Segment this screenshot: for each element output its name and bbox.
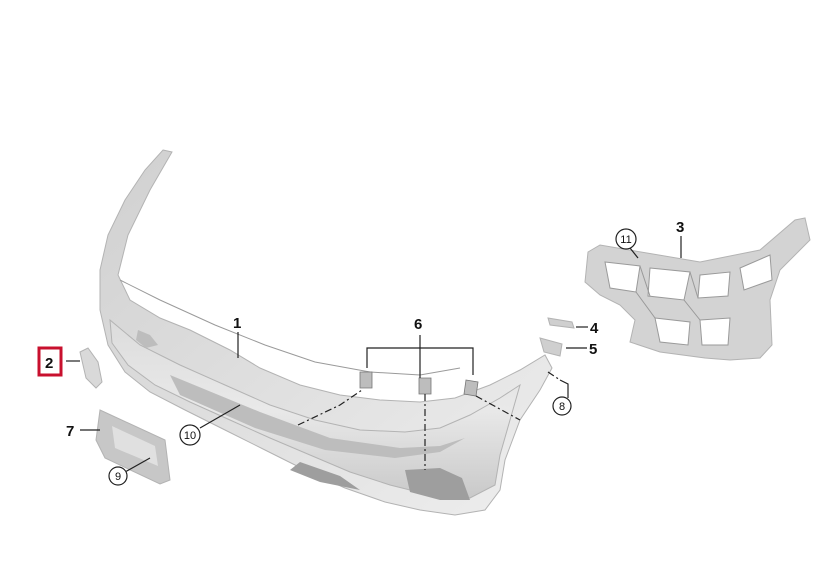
circled-callout-8: 8 xyxy=(552,396,572,416)
callout-5: 5 xyxy=(589,341,597,358)
highlight-box xyxy=(37,346,63,377)
callout-9: 9 xyxy=(115,471,121,483)
callout-11: 11 xyxy=(620,234,631,246)
dash-line-6-right xyxy=(475,395,521,421)
circled-callout-10: 10 xyxy=(179,424,201,446)
bumper-cover-part xyxy=(99,149,553,516)
circled-callout-9: 9 xyxy=(108,466,128,486)
dash-line-8 xyxy=(547,371,561,381)
circled-callout-11: 11 xyxy=(615,228,637,250)
callout-8: 8 xyxy=(559,401,565,413)
license-plate-bracket-part xyxy=(95,409,171,485)
clip-part-4 xyxy=(547,317,575,329)
callout-4: 4 xyxy=(590,320,599,337)
leader-11 xyxy=(629,247,639,259)
trim-piece-part xyxy=(79,347,103,389)
callout-7: 7 xyxy=(66,423,74,440)
leader-10 xyxy=(199,404,241,429)
leader-8 xyxy=(559,379,569,398)
leader-lines xyxy=(66,236,682,473)
callout-1: 1 xyxy=(233,315,241,332)
callout-2: 2 xyxy=(45,355,53,372)
callout-labels: 1 2 3 4 5 6 7 xyxy=(45,219,684,440)
callout-6: 6 xyxy=(414,316,422,333)
clip-parts-6 xyxy=(359,371,479,397)
dash-line-6-left xyxy=(297,389,363,426)
callout-10: 10 xyxy=(184,430,196,442)
support-bracket-part xyxy=(584,217,811,361)
leader-9 xyxy=(124,457,151,473)
clip-part-5 xyxy=(539,337,563,357)
callout-3: 3 xyxy=(676,219,684,236)
